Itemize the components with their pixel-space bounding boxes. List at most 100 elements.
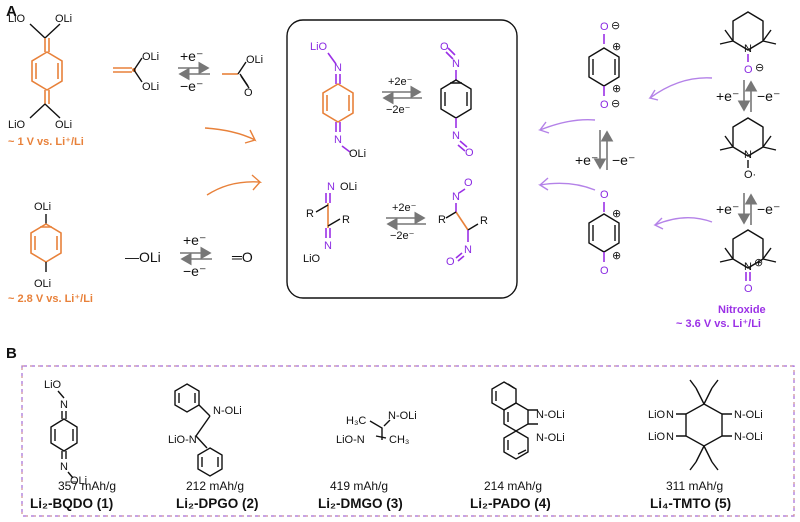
tempo-anion: N O ⊖ <box>719 11 777 76</box>
bqdo-ox-n1: N <box>452 58 460 70</box>
bqdo-red-lio: LiO <box>310 41 328 53</box>
tempo-equilibrium-2: +e⁻ −e⁻ <box>716 193 780 225</box>
phenolate-equilibrium: —OLi +e⁻ −e⁻ ═O <box>125 232 253 279</box>
c4-noli-1: N-OLi <box>536 409 565 421</box>
svg-text:N: N <box>324 240 332 252</box>
tempo-radical-n: N <box>744 149 752 161</box>
glyox-ox-r-left: R <box>438 214 446 226</box>
compound-1-name: Li₂-BQDO (1) <box>30 496 113 511</box>
glyoxime-equilibrium: +2e⁻ −2e⁻ <box>386 202 426 242</box>
bqdo-ox-n2: N <box>452 130 460 142</box>
quinoid-oli-bl: LiO <box>8 119 26 131</box>
orange-arrow-upper <box>204 127 257 144</box>
c3-lion: LiO-N <box>336 434 365 446</box>
pyr-bot-nplus1: ⊕ <box>612 208 621 220</box>
tempo-anion-o: O <box>744 64 753 76</box>
bqdo-minus-2e: −2e⁻ <box>386 104 411 116</box>
carbonyl-o: ═O <box>231 249 253 265</box>
glyox-ox-r-right: R <box>480 215 488 227</box>
nitroxide-voltage: ~ 3.6 V vs. Li⁺/Li <box>676 318 761 330</box>
bqdo-plus-2e: +2e⁻ <box>388 76 413 88</box>
tempo-equilibrium-1: +e⁻ −e⁻ <box>716 80 780 112</box>
c5-n-tl: N <box>666 409 674 421</box>
tempo-plus-e-1: +e⁻ <box>716 88 739 104</box>
hq-voltage: ~ 2.8 V vs. Li⁺/Li <box>8 293 93 305</box>
purple-arrow-tempo-1 <box>648 77 713 101</box>
c4-noli-2: N-OLi <box>536 432 565 444</box>
tempo-cation-n: N <box>744 261 752 273</box>
quinoid-voltage: ~ 1 V vs. Li⁺/Li <box>8 136 84 148</box>
c5-n-bl: N <box>666 431 674 443</box>
glyox-plus-2e: +2e⁻ <box>392 202 417 214</box>
bqdo-reduced: LiO N N OLi <box>310 41 366 160</box>
c1-n1: N <box>60 399 68 411</box>
pyrazine-equilibrium: +e⁻ −e⁻ <box>575 130 635 170</box>
svg-text:O: O <box>600 265 609 277</box>
compound-frame-inner <box>21 365 795 517</box>
compound-4-name: Li₂-PADO (4) <box>470 496 551 511</box>
glyoxime-oxidized: O N R R N O <box>438 177 488 268</box>
pyr-top-minus2: ⊖ <box>611 98 620 110</box>
bqdo-ox-o2: O <box>465 147 474 159</box>
c1-oli: OLi <box>70 475 87 487</box>
compound-4-capacity: 214 mAh/g <box>484 479 542 493</box>
nitroxide-label: Nitroxide <box>718 304 766 316</box>
c2-lion: LiO-N <box>168 434 197 446</box>
tempo-anion-n: N <box>744 43 752 55</box>
c5-noli-tr: N-OLi <box>734 409 763 421</box>
compound-4-structure: N-OLi N-OLi <box>491 381 565 460</box>
bqdo-equilibrium: +2e⁻ −2e⁻ <box>382 76 422 116</box>
quinoid-oli-br: OLi <box>55 119 72 131</box>
compound-1-structure: LiO N N OLi <box>44 379 87 487</box>
bqdo-red-oli: OLi <box>349 148 366 160</box>
glyoxime-reduced: OLi N R R N LiO <box>303 181 357 265</box>
acyl-o: O <box>244 87 253 99</box>
enolate-minus-e: −e⁻ <box>180 78 203 94</box>
pyrazine-n-oxide-top: O ⊖ ⊕ ⊕ O ⊖ <box>588 20 621 111</box>
compound-2-capacity: 212 mAh/g <box>186 479 244 493</box>
tempo-minus-e-2: −e⁻ <box>757 201 780 217</box>
phenolate-plus-e: +e⁻ <box>183 232 206 248</box>
tempo-radical: N O· <box>719 117 777 181</box>
c2-noli: N-OLi <box>213 405 242 417</box>
glyox-r-right: R <box>342 214 350 226</box>
panel-b-label: B <box>6 345 17 362</box>
bqdo-red-n1: N <box>334 62 342 74</box>
pyr-top-o2: O <box>600 99 609 111</box>
glyox-lio-bottom: LiO <box>303 253 321 265</box>
tempo-anion-minus: ⊖ <box>755 62 764 74</box>
c5-lio-bl: LiO <box>648 431 666 443</box>
orange-arrow-lower <box>206 174 263 196</box>
tempo-radical-o: O· <box>744 169 756 181</box>
c3-ch3-right: CH₃ <box>389 434 409 446</box>
compound-3-name: Li₂-DMGO (3) <box>318 496 403 511</box>
phenolate-minus-e: −e⁻ <box>183 263 206 279</box>
bqdo-oxidized: O N N O <box>440 41 474 159</box>
c5-noli-br: N-OLi <box>734 431 763 443</box>
enolate-oli-bottom: OLi <box>142 81 159 93</box>
glyox-ox-o1: O <box>464 177 473 189</box>
pyr-top-o1: O <box>600 21 609 33</box>
hydroquinone-dilithium: OLi OLi ~ 2.8 V vs. Li⁺/Li <box>8 201 93 305</box>
compound-5-name: Li₄-TMTO (5) <box>650 496 731 511</box>
pyr-top-minus1: ⊖ <box>611 20 620 32</box>
bqdo-ox-o1: O <box>440 41 449 53</box>
pyr-bot-nplus2: ⊕ <box>612 250 621 262</box>
svg-text:N: N <box>327 181 335 193</box>
purple-arrow-upper <box>537 119 596 134</box>
svg-text:O: O <box>600 189 609 201</box>
pyr-top-nplus1: ⊕ <box>612 41 621 53</box>
compound-3-structure: H₃C N-OLi LiO-N CH₃ <box>336 410 417 446</box>
enolate-plus-e: +e⁻ <box>180 48 203 64</box>
tempo-cation-o: O <box>744 283 753 295</box>
c5-lio-tl: LiO <box>648 409 666 421</box>
pyr-plus-e: +e⁻ <box>575 152 598 168</box>
glyox-oli-top: OLi <box>340 181 357 193</box>
tempo-cation-plus: ⊕ <box>754 257 763 269</box>
pyr-top-nplus2: ⊕ <box>612 83 621 95</box>
bqdo-red-n2: N <box>334 134 342 146</box>
tempo-minus-e-1: −e⁻ <box>757 88 780 104</box>
acyl-oli: OLi <box>246 54 263 66</box>
purple-arrow-lower <box>538 177 596 191</box>
